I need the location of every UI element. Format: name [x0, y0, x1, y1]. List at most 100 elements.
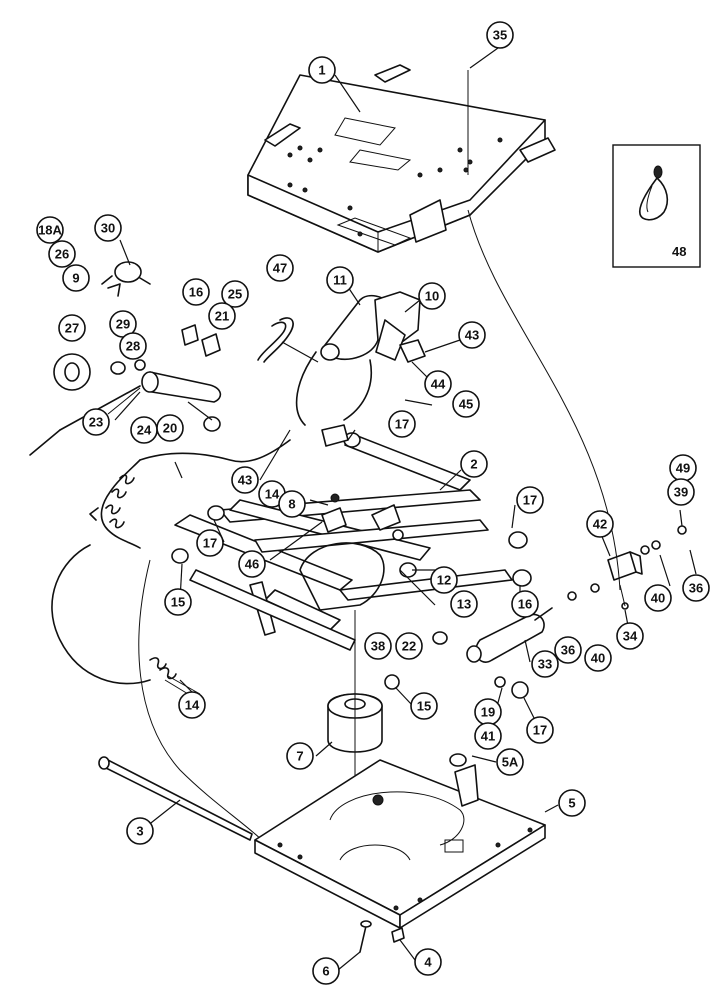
callout-43-upper: 43 [458, 321, 486, 349]
callout-21: 21 [208, 302, 236, 330]
svg-text:43: 43 [465, 328, 479, 343]
svg-text:34: 34 [623, 629, 638, 644]
svg-text:14: 14 [265, 487, 280, 502]
svg-text:20: 20 [163, 421, 177, 436]
svg-text:33: 33 [538, 657, 552, 672]
callout-8: 8 [278, 490, 306, 518]
svg-text:47: 47 [273, 261, 287, 276]
callout-5: 5 [558, 789, 586, 817]
part-air-spring [327, 610, 383, 860]
callout-17-b: 17 [516, 486, 544, 514]
svg-text:19: 19 [481, 705, 495, 720]
callout-39: 39 [667, 478, 695, 506]
part-hose [257, 317, 319, 363]
part-small-bushings-upper [110, 324, 221, 432]
svg-text:43: 43 [238, 473, 252, 488]
callout-10: 10 [418, 282, 446, 310]
inset-strap-detail: 48 [612, 144, 701, 268]
svg-text:45: 45 [459, 397, 473, 412]
callout-26: 26 [48, 240, 76, 268]
callout-2: 2 [460, 450, 488, 478]
svg-text:24: 24 [137, 423, 152, 438]
svg-text:6: 6 [322, 964, 329, 979]
svg-text:15: 15 [171, 595, 185, 610]
svg-text:11: 11 [333, 273, 347, 288]
svg-text:5A: 5A [502, 755, 519, 770]
svg-text:16: 16 [518, 597, 532, 612]
svg-text:36: 36 [561, 643, 575, 658]
part-air-compressor [295, 291, 426, 426]
part-solenoid [101, 261, 151, 297]
svg-text:1: 1 [318, 63, 325, 78]
callout-34: 34 [616, 622, 644, 650]
svg-text:28: 28 [126, 339, 140, 354]
callout-3: 3 [126, 817, 154, 845]
svg-text:5: 5 [568, 796, 575, 811]
svg-text:26: 26 [55, 247, 69, 262]
callout-28: 28 [119, 332, 147, 360]
svg-text:23: 23 [89, 415, 103, 430]
svg-text:30: 30 [101, 221, 115, 236]
part-air-cylinder [29, 371, 222, 456]
part-base-plate [254, 753, 546, 929]
svg-text:9: 9 [72, 271, 79, 286]
callout-35: 35 [486, 21, 514, 49]
callout-20: 20 [156, 414, 184, 442]
svg-text:17: 17 [203, 536, 217, 551]
part-washer-27 [53, 353, 91, 391]
callout-15-b: 15 [410, 692, 438, 720]
svg-text:2: 2 [470, 457, 477, 472]
callout-33: 33 [531, 650, 559, 678]
svg-text:49: 49 [676, 461, 690, 476]
callout-13: 13 [450, 590, 478, 618]
svg-text:42: 42 [593, 517, 607, 532]
callout-14-lower: 14 [178, 691, 206, 719]
callout-19: 19 [474, 698, 502, 726]
callout-22: 22 [395, 632, 423, 660]
callout-16-lower: 16 [511, 590, 539, 618]
callout-18a: 18A [36, 216, 64, 244]
callout-38: 38 [364, 632, 392, 660]
callout-9: 9 [62, 264, 90, 292]
svg-text:4: 4 [424, 955, 432, 970]
svg-text:17: 17 [523, 493, 537, 508]
svg-text:10: 10 [425, 289, 439, 304]
svg-text:39: 39 [674, 485, 688, 500]
callout-11: 11 [326, 266, 354, 294]
svg-text:46: 46 [245, 557, 259, 572]
inset-label: 48 [672, 244, 686, 259]
callout-17-a: 17 [388, 410, 416, 438]
part-wire-harness [51, 439, 291, 841]
callout-25: 25 [221, 280, 249, 308]
svg-text:15: 15 [417, 699, 431, 714]
svg-text:40: 40 [591, 651, 605, 666]
callout-16-upper: 16 [182, 278, 210, 306]
svg-text:12: 12 [437, 573, 451, 588]
callout-1: 1 [308, 56, 336, 84]
callout-24: 24 [130, 416, 158, 444]
part-top-mounting-plate [247, 64, 556, 253]
callout-46: 46 [238, 550, 266, 578]
callout-43-lower: 43 [231, 466, 259, 494]
callout-49: 49 [669, 454, 697, 482]
callout-40-a: 40 [644, 584, 672, 612]
svg-text:22: 22 [402, 639, 416, 654]
svg-text:29: 29 [116, 317, 130, 332]
callout-5a: 5A [496, 748, 524, 776]
part-long-rod [98, 756, 253, 841]
callout-15-a: 15 [164, 588, 192, 616]
svg-text:35: 35 [493, 28, 507, 43]
svg-text:17: 17 [395, 417, 409, 432]
svg-text:41: 41 [481, 729, 495, 744]
svg-text:27: 27 [65, 321, 79, 336]
svg-text:14: 14 [185, 698, 200, 713]
callout-41: 41 [474, 722, 502, 750]
svg-text:25: 25 [228, 287, 242, 302]
svg-text:7: 7 [296, 749, 303, 764]
part-base-bolts [359, 920, 405, 953]
svg-text:44: 44 [431, 377, 446, 392]
svg-text:13: 13 [457, 597, 471, 612]
callout-17-d: 17 [526, 716, 554, 744]
part-shock-absorber [432, 607, 553, 699]
